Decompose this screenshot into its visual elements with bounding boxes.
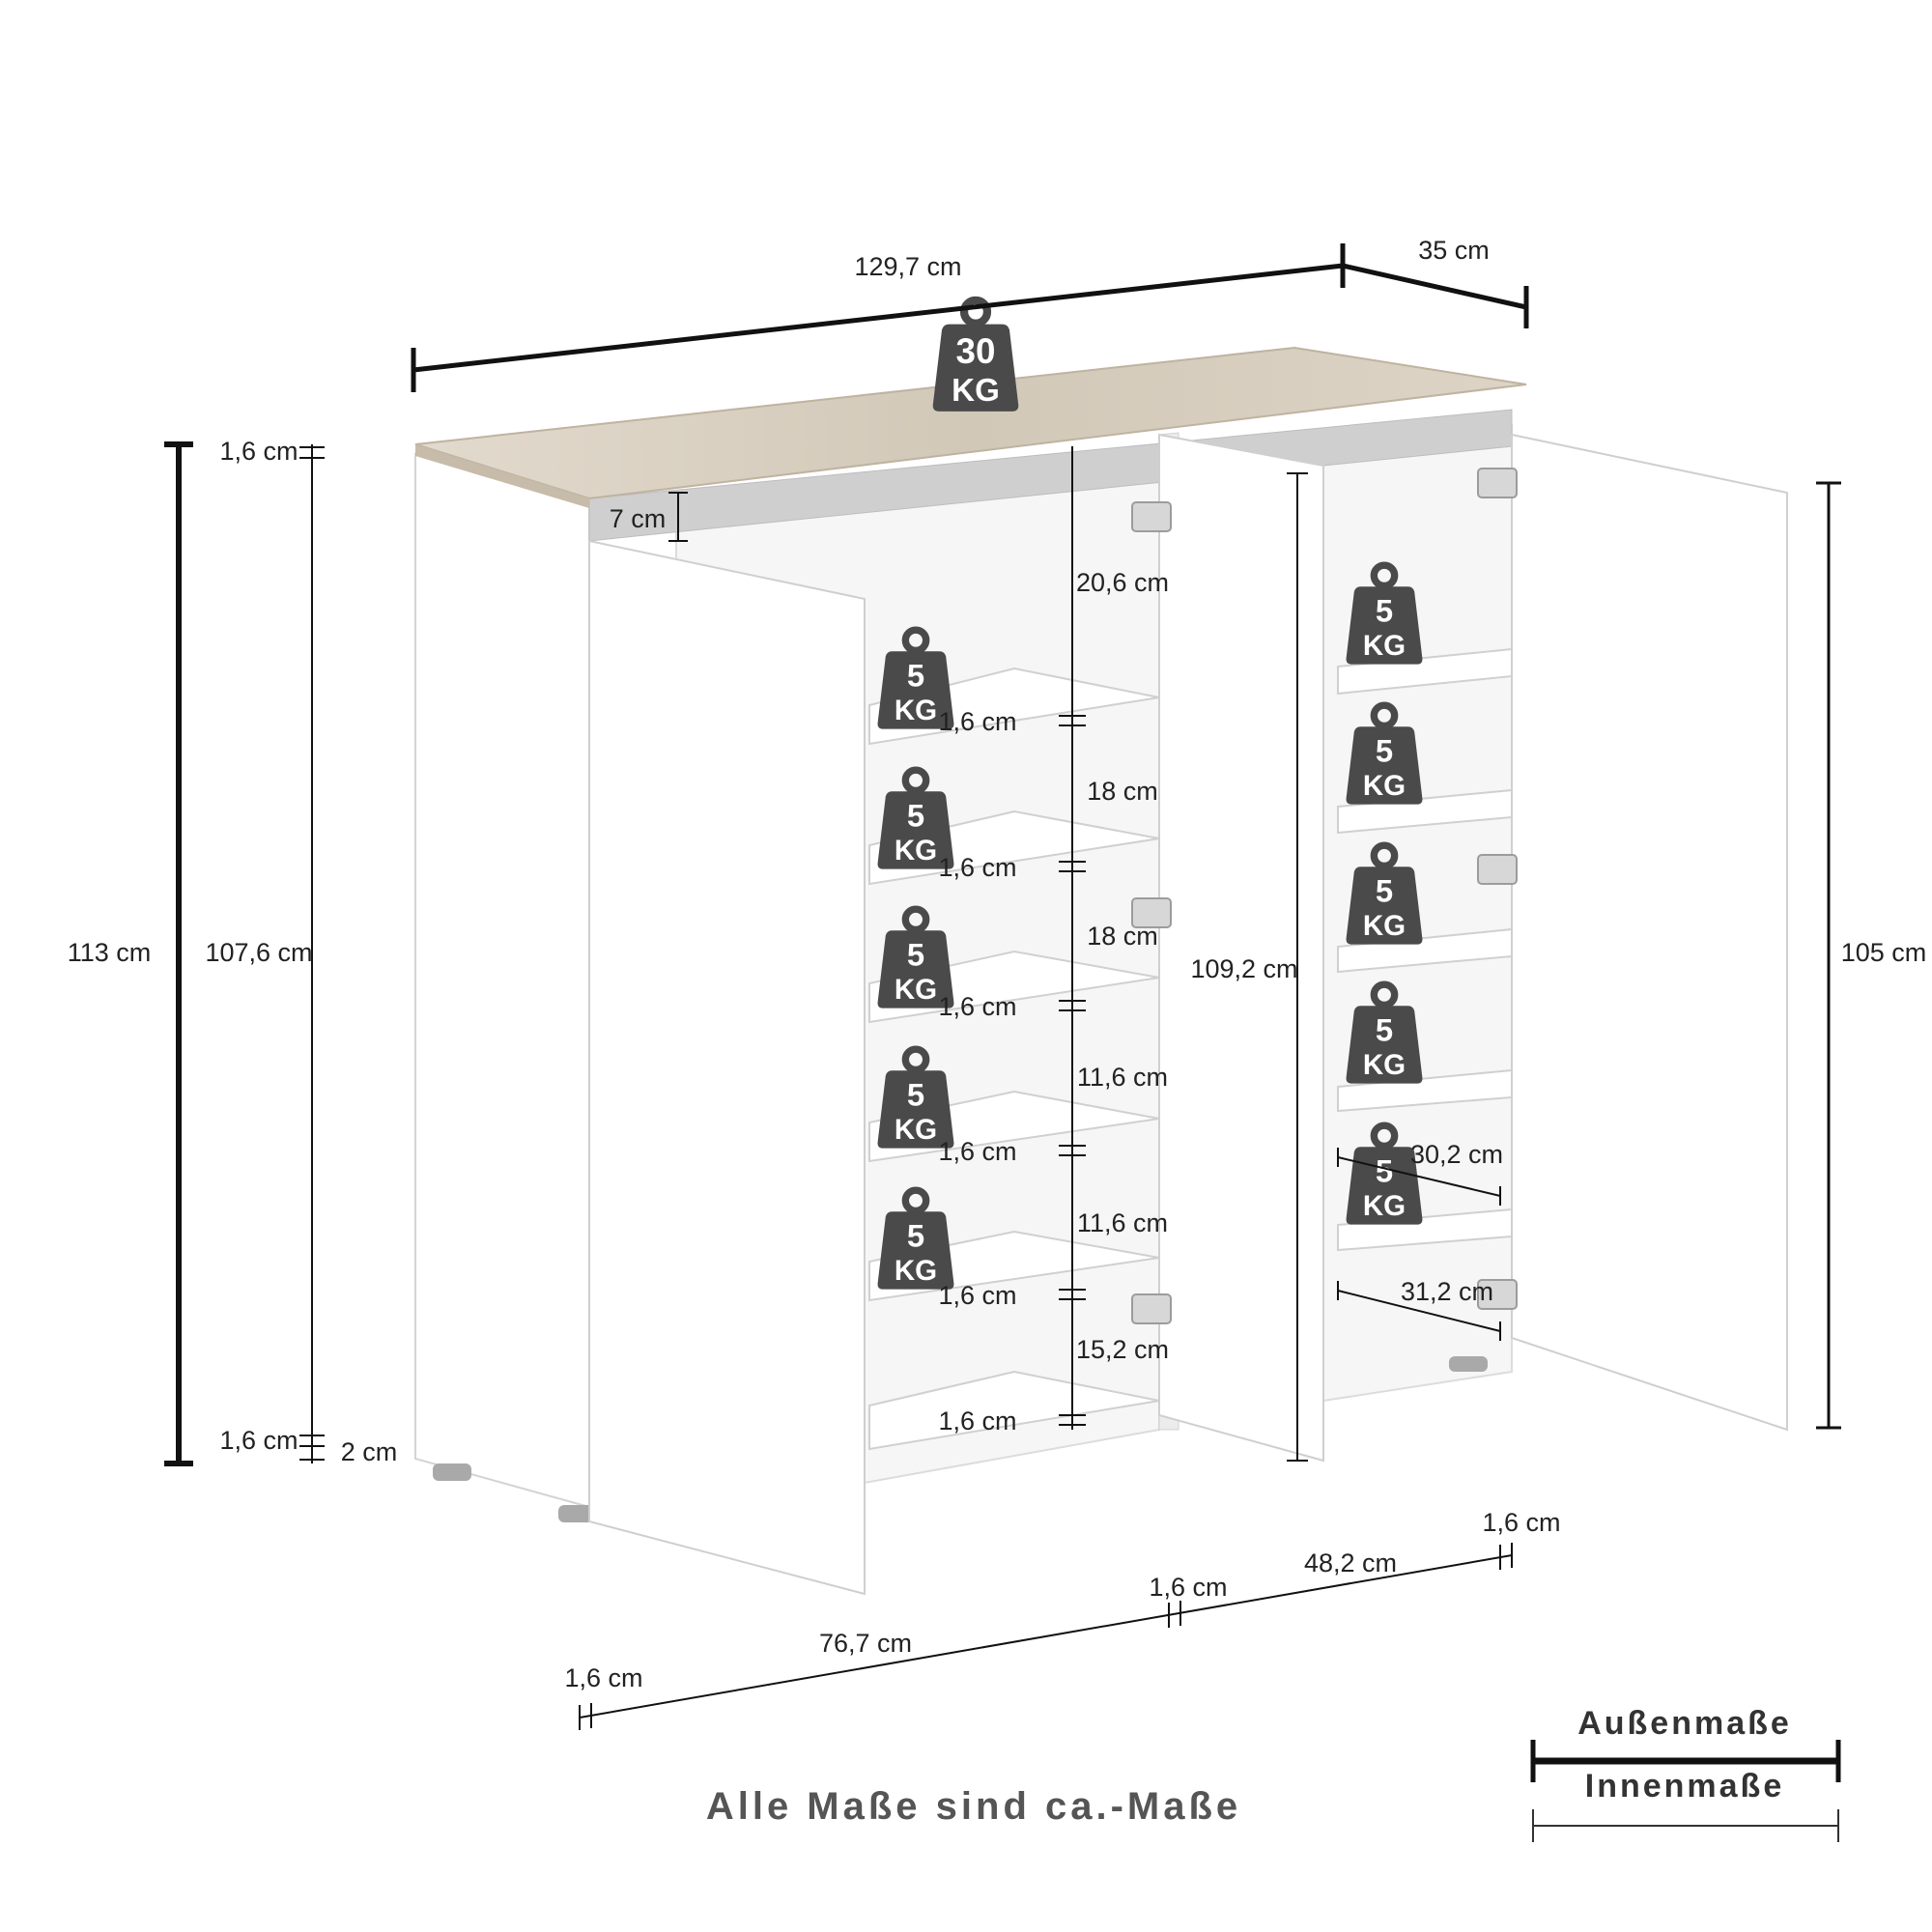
cabinet-foot — [1449, 1356, 1488, 1372]
shelf-weight-badge: 5KG — [1346, 841, 1423, 945]
shelf-depth-upper-label: 30,2 cm — [1410, 1140, 1503, 1169]
shelf-weight-badge: 5KG — [877, 766, 954, 869]
shelf-thickness-label: 1,6 cm — [938, 853, 1016, 882]
top-thickness-label: 1,6 cm — [219, 437, 298, 466]
hinge-icon — [1477, 468, 1518, 498]
shelf-weight-badge-unit: KG — [1363, 910, 1406, 942]
top-weight-badge-unit: KG — [952, 373, 1000, 409]
shelf-weight-badge: 5KG — [877, 1045, 954, 1149]
shelf-weight-badge-value: 5 — [907, 1076, 924, 1112]
shelf-weight-badge-unit: KG — [895, 1255, 937, 1287]
shelf-gap-ticks — [1059, 715, 1086, 1426]
recess-label: 7 cm — [610, 504, 667, 533]
oak-top-edge — [415, 444, 589, 508]
overall-height-label: 113 cm — [68, 938, 152, 967]
left-door[interactable] — [588, 539, 866, 1596]
shelf-weight-badge-unit: KG — [895, 695, 937, 726]
dimension-labels: 129,7 cm 35 cm 113 cm 107,6 cm 1,6 cm 1,… — [68, 236, 1927, 1692]
body-height-label: 107,6 cm — [205, 938, 312, 967]
hinge-icon — [1477, 1279, 1518, 1310]
hinge-icon — [1131, 501, 1172, 532]
bottom-thickness-label: 1,6 cm — [219, 1426, 298, 1455]
shelf-depth-lower-line — [1337, 1290, 1501, 1332]
shelf-weight-badge: 5KG — [877, 626, 954, 729]
shelf-weight-badge: 5KG — [1346, 1122, 1423, 1225]
shelf-gap-label: 20,6 cm — [1076, 568, 1169, 597]
shelf-weight-badge-value: 5 — [907, 1217, 924, 1253]
right-door-height-label: 105 cm — [1841, 938, 1927, 967]
shelf-weight-badge-value: 5 — [907, 657, 924, 693]
top-weight-badge-value: 30 — [956, 331, 996, 371]
bottom-right-width-label: 48,2 cm — [1304, 1548, 1397, 1577]
dimension-legend: Außenmaße Innenmaße — [1530, 1705, 1841, 1842]
overall-width-line — [412, 263, 1344, 373]
shelf-gap-label: 18 cm — [1087, 777, 1158, 806]
legend-inner-label: Innenmaße — [1585, 1768, 1784, 1804]
shelf-thickness-label: 1,6 cm — [938, 1281, 1016, 1310]
shelf-weight-badge-unit: KG — [1363, 770, 1406, 802]
overall-width-label: 129,7 cm — [854, 252, 961, 281]
hinge-icon — [1131, 897, 1172, 928]
bottom-middle-divider-label: 1,6 cm — [1149, 1573, 1227, 1602]
shelf-weight-badge-value: 5 — [1376, 1152, 1393, 1188]
shelf-gap-label: 15,2 cm — [1076, 1335, 1169, 1364]
shelf-weight-badge-value: 5 — [1376, 1011, 1393, 1047]
depth-line — [1342, 263, 1527, 310]
cabinet-foot — [433, 1463, 471, 1481]
shelf-weight-badge-unit: KG — [1363, 1190, 1406, 1222]
shelf-weight-badge: 5KG — [877, 905, 954, 1009]
shelf-gap-label: 11,6 cm — [1077, 1063, 1168, 1092]
bottom-width-line — [579, 1554, 1513, 1719]
bottom-side-right-label: 1,6 cm — [1482, 1508, 1560, 1537]
right-door[interactable] — [1511, 433, 1788, 1432]
cabinet — [414, 346, 1788, 1596]
shelf-thickness-label: 1,6 cm — [938, 1406, 1016, 1435]
legend-outer-label: Außenmaße — [1577, 1705, 1792, 1742]
shelf-weight-badge-unit: KG — [1363, 630, 1406, 662]
bottom-side-left-label: 1,6 cm — [564, 1663, 642, 1692]
shelf-weight-badge-unit: KG — [1363, 1049, 1406, 1081]
hinge-icon — [1131, 1293, 1172, 1324]
hinges — [1131, 468, 1518, 1324]
shelf-weight-badge-unit: KG — [895, 974, 937, 1006]
shelf-weight-badge-value: 5 — [1376, 592, 1393, 628]
shelf-weight-badge: 5KG — [1346, 980, 1423, 1084]
shelf-weight-badge-value: 5 — [1376, 872, 1393, 908]
depth-label: 35 cm — [1418, 236, 1490, 265]
bottom-left-width-label: 76,7 cm — [819, 1629, 912, 1658]
shelf-depth-lower-label: 31,2 cm — [1401, 1277, 1493, 1306]
shelf-weight-badge-unit: KG — [895, 1114, 937, 1146]
left-compartment-height-label: 109,2 cm — [1190, 954, 1297, 983]
plinth-label: 2 cm — [341, 1437, 398, 1466]
shelf-gap-label: 18 cm — [1087, 922, 1158, 951]
shelf-thickness-label: 1,6 cm — [938, 992, 1016, 1021]
footer-note: Alle Maße sind ca.-Maße — [706, 1785, 1241, 1828]
cabinet-left-side — [414, 452, 590, 1509]
shelf-weight-badge: 5KG — [1346, 561, 1423, 665]
shelf-weight-badge-unit: KG — [895, 835, 937, 867]
hinge-icon — [1477, 854, 1518, 885]
shelf-thickness-label: 1,6 cm — [938, 1137, 1016, 1166]
shelf-depth-upper-line — [1337, 1156, 1501, 1197]
shelf-weight-badge: 5KG — [1346, 701, 1423, 805]
shelf-weight-badge-value: 5 — [1376, 732, 1393, 768]
shelf-thickness-label: 1,6 cm — [938, 707, 1016, 736]
shelf-weight-badge: 5KG — [877, 1186, 954, 1290]
shelf-weight-badge-value: 5 — [907, 797, 924, 833]
middle-door[interactable] — [1158, 433, 1324, 1463]
dimension-lines — [164, 243, 1841, 1730]
shelf-weight-badge-value: 5 — [907, 936, 924, 972]
cabinet-foot — [558, 1505, 597, 1522]
shelf-gap-label: 11,6 cm — [1077, 1208, 1168, 1237]
shelf-gap-labels: 1,6 cm 1,6 cm 1,6 cm 1,6 cm 1,6 cm 1,6 cm 20,6… — [938, 568, 1169, 1435]
